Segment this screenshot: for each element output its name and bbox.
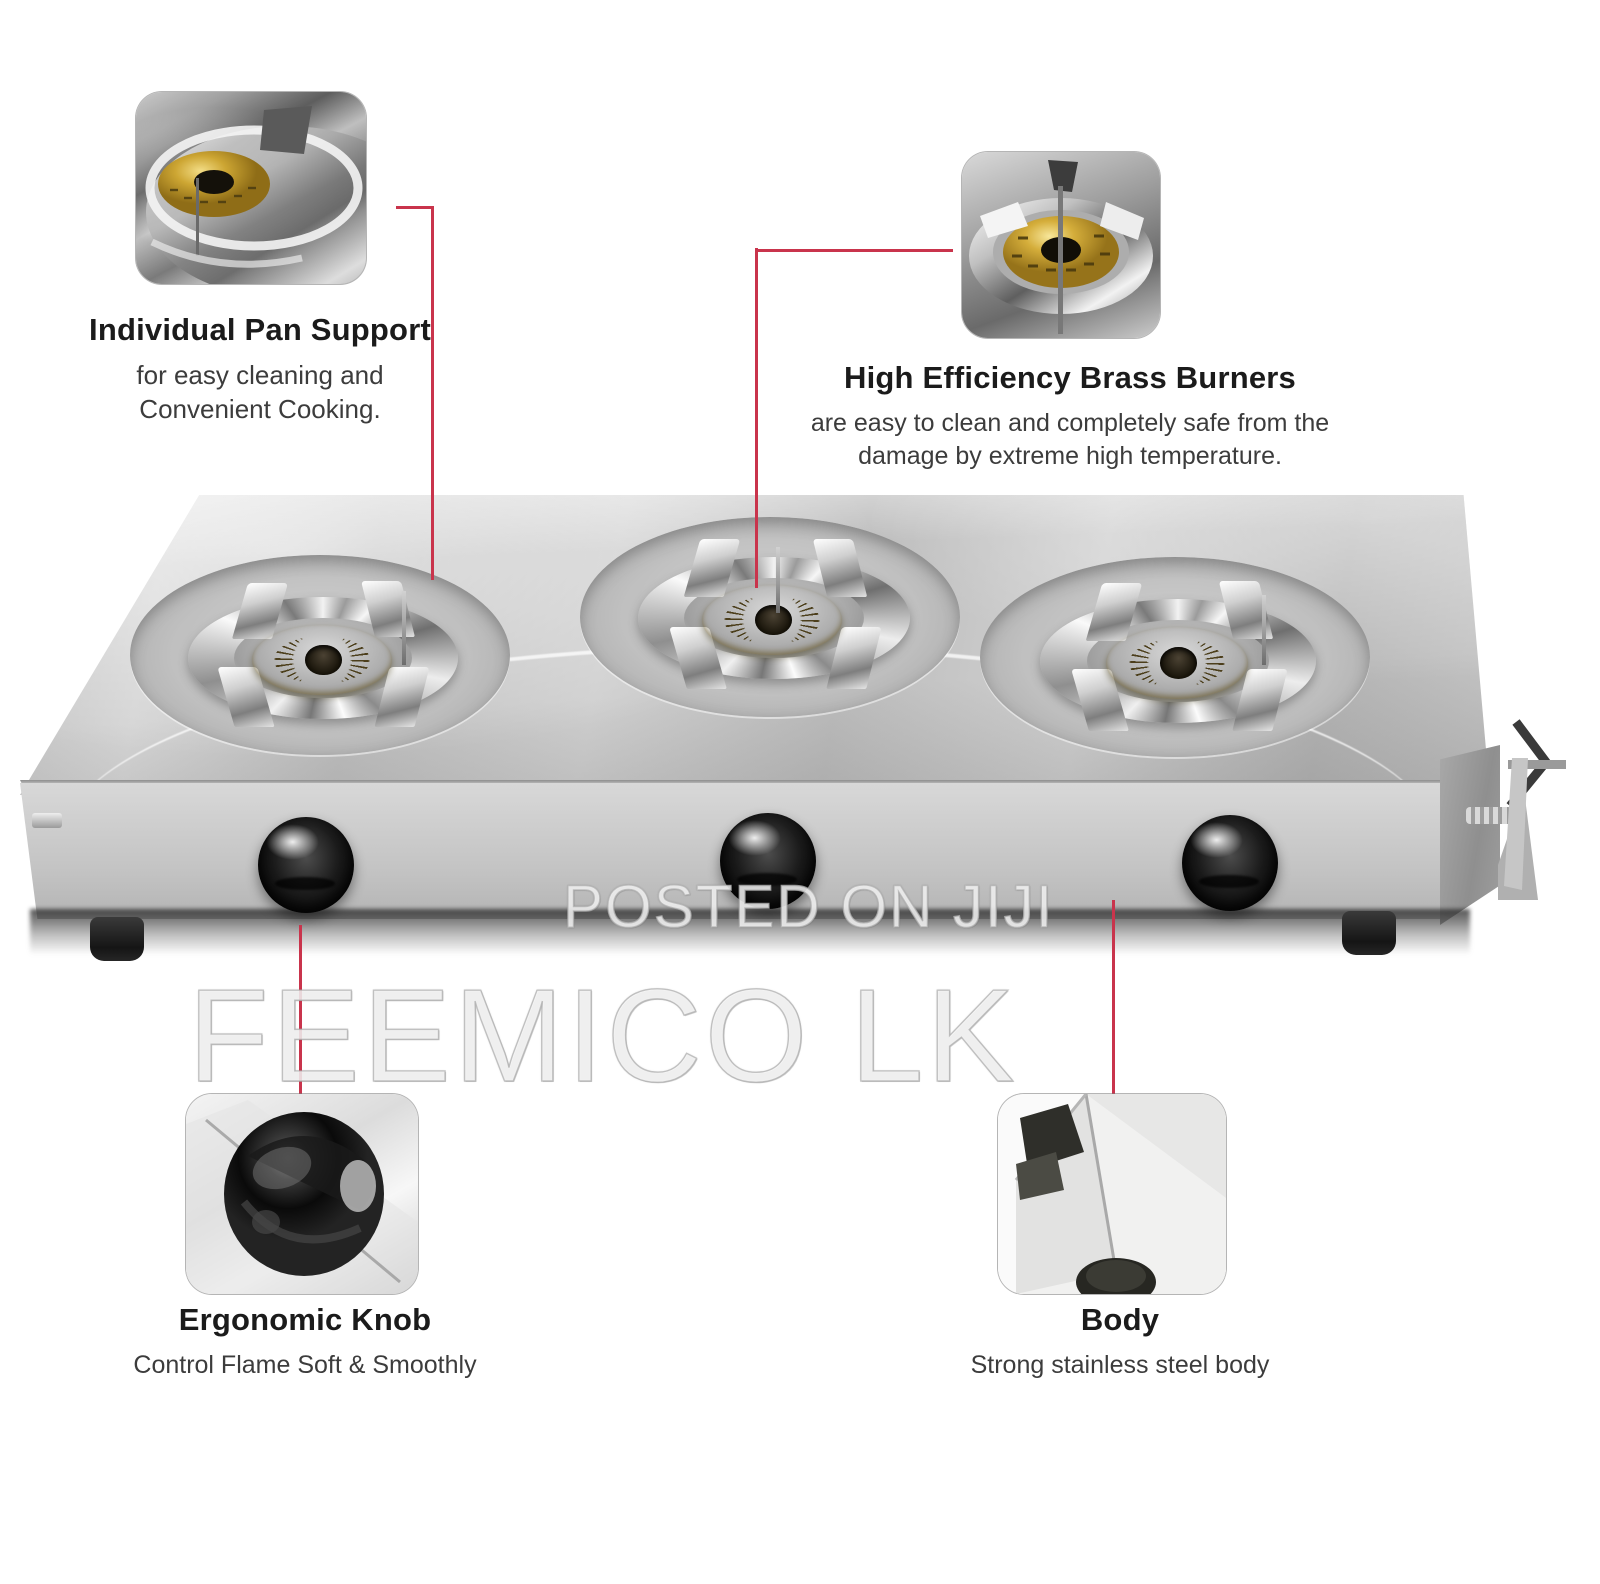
stove-foot-right [1342, 911, 1396, 955]
callout-body: Body Strong stainless steel body [930, 1302, 1310, 1382]
brass-burner-right [1106, 627, 1248, 699]
brass-burner-left [252, 625, 392, 695]
cut-off-accessory-part [1498, 700, 1600, 900]
igniter-electrode [1262, 595, 1266, 665]
leader-line-brass-burner-horizontal [757, 249, 953, 252]
callout-body-line2-brass-burners: damage by extreme high temperature. [858, 441, 1282, 470]
callout-body-line1-pan-support: for easy cleaning and [136, 360, 384, 390]
burner-left [130, 555, 510, 755]
stove-right-side-panel [1440, 745, 1500, 925]
callout-title-brass-burners: High Efficiency Brass Burners [843, 360, 1296, 395]
control-knob-left[interactable] [258, 817, 354, 913]
burner-right [980, 557, 1370, 757]
callout-pan-support: Individual Pan Support for easy cleaning… [50, 312, 470, 427]
inset-photo-stainless-body [998, 1094, 1226, 1294]
igniter-electrode [776, 547, 780, 613]
burner-center-hole [1159, 647, 1197, 679]
igniter-electrode [402, 591, 406, 665]
callout-ergonomic-knob: Ergonomic Knob Control Flame Soft & Smoo… [110, 1302, 500, 1382]
leader-line-ergonomic-knob [299, 925, 302, 1095]
callout-title-pan-support: Individual Pan Support [89, 312, 431, 347]
inset-photo-pan-support [136, 92, 366, 284]
left-gas-inlet-pin [32, 813, 62, 828]
inset-photo-brass-burner [962, 152, 1160, 338]
stove-foot-left [90, 917, 144, 961]
callout-body-line1-body: Strong stainless steel body [970, 1351, 1270, 1379]
burner-center-hole [755, 604, 792, 636]
control-knob-center[interactable] [720, 813, 816, 909]
brass-burner-center [702, 585, 842, 655]
callout-body-line2-pan-support: Convenient Cooking. [139, 393, 381, 424]
right-gas-inlet-nozzle [1466, 807, 1512, 824]
leader-line-pan-support-horizontal [396, 206, 434, 209]
burner-center-hole [305, 644, 342, 676]
callout-title-body: Body [1080, 1302, 1160, 1337]
stove-drop-shadow [30, 909, 1470, 955]
control-knob-right[interactable] [1182, 815, 1278, 911]
callout-body-line1-ergonomic-knob: Control Flame Soft & Smoothly [133, 1351, 477, 1379]
callout-title-ergonomic-knob: Ergonomic Knob [178, 1302, 432, 1337]
leader-line-brass-burner-vertical [755, 248, 758, 588]
leader-line-pan-support-vertical [431, 208, 434, 580]
callout-brass-burners: High Efficiency Brass Burners are easy t… [770, 360, 1370, 472]
inset-photo-control-knob [186, 1094, 418, 1294]
callout-body-line1-brass-burners: are easy to clean and completely safe fr… [810, 409, 1330, 437]
burner-center [580, 517, 960, 717]
leader-line-body [1112, 900, 1115, 1095]
